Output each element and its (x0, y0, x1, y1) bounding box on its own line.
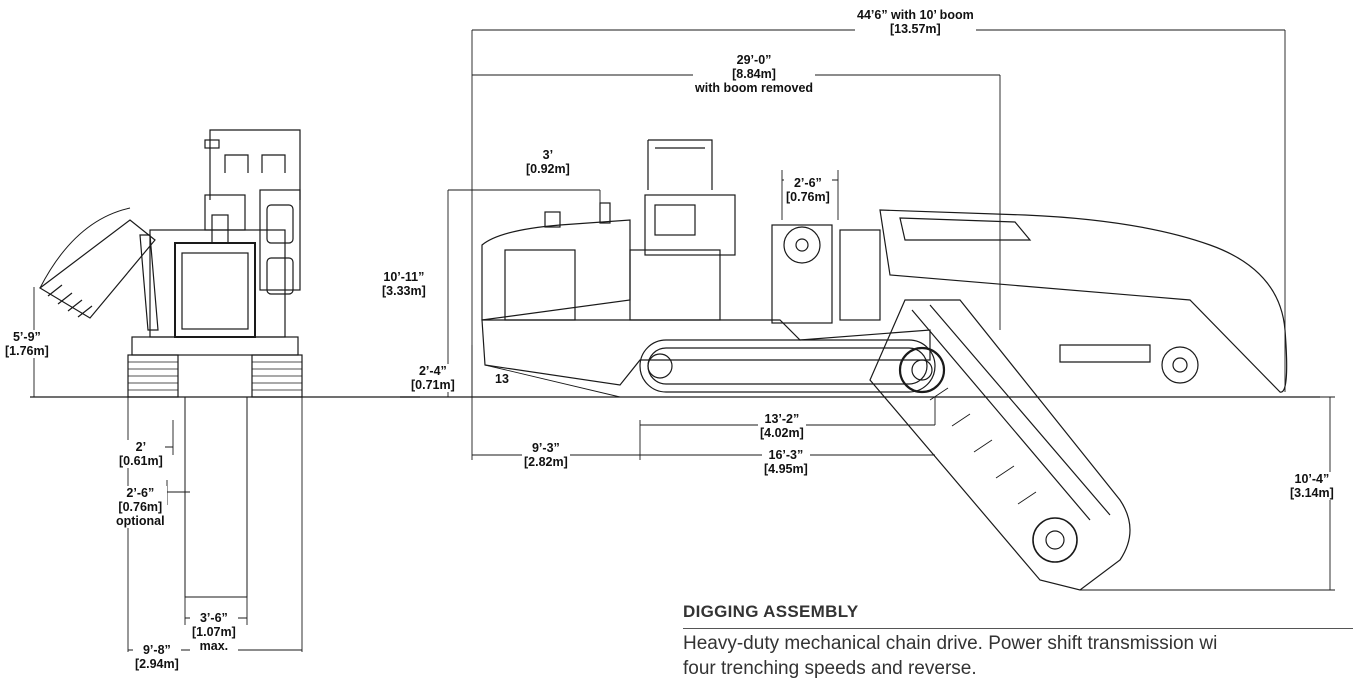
overall-width-label: 9’-8” [2.94m] (133, 643, 181, 671)
roll-bar-height-label: 3’ [0.92m] (524, 148, 572, 176)
overall-height-label: 10’-11” [3.33m] (380, 270, 428, 298)
approach-angle-label: 13 (495, 372, 509, 386)
track-width-max-label: 3’-6” [1.07m] max. (190, 611, 238, 653)
section-heading: DIGGING ASSEMBLY (683, 602, 859, 621)
boom-height-front-label: 5’-9” [1.76m] (3, 330, 51, 358)
ground-clearance-label: 2’-4” [0.71m] (409, 364, 457, 392)
description-line-1: Heavy-duty mechanical chain drive. Power… (683, 633, 1218, 654)
front-overhang-label: 9’-3” [2.82m] (522, 441, 570, 469)
side-view-machine (400, 29, 1335, 591)
overall-length-label: 44’6” with 10’ boom [13.57m] (855, 8, 976, 36)
max-dig-depth-label: 10’-4” [3.14m] (1288, 472, 1336, 500)
boom-offset-label: 2’-6” [0.76m] (784, 176, 832, 204)
wheelbase-to-boom-label: 16’-3” [4.95m] (762, 448, 810, 476)
length-boom-removed-label: 29’-0” [8.84m] with boom removed (693, 53, 816, 95)
front-view-machine (30, 129, 420, 652)
description-line-2: four trenching speeds and reverse. (683, 658, 977, 679)
trench-width-std-label: 2’ [0.61m] (117, 440, 165, 468)
track-length-label: 13’-2” [4.02m] (758, 412, 806, 440)
trench-width-opt-label: 2’-6” [0.76m] optional (114, 486, 167, 528)
section-description: Heavy-duty mechanical chain drive. Power… (683, 628, 1353, 680)
